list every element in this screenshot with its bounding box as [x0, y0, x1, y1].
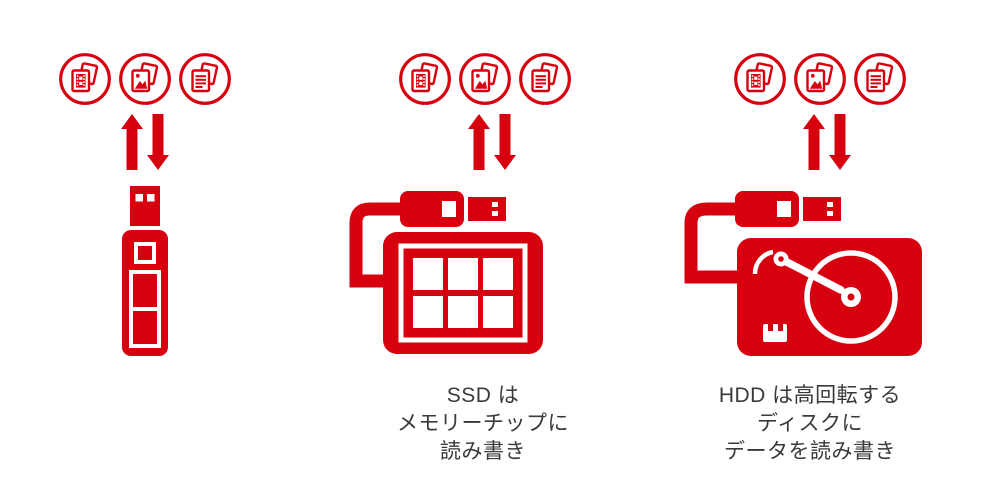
read-write-arrows-usb	[121, 114, 169, 170]
media-icons-row-ssd	[398, 52, 572, 106]
image-files-icon	[458, 52, 512, 106]
image-files-icon	[793, 52, 847, 106]
document-files-icon	[178, 52, 232, 106]
read-write-arrows-hdd	[803, 114, 851, 170]
caption-line: 読み書き	[440, 440, 526, 463]
caption-line: メモリーチップに	[397, 412, 569, 435]
arrow-down-icon	[494, 114, 516, 170]
document-files-icon	[853, 52, 907, 106]
caption-line: データを読み書き	[724, 440, 896, 463]
caption-line: ディスクに	[756, 412, 864, 435]
caption-line: SSD は	[446, 384, 520, 407]
external-ssd-icon	[383, 232, 543, 354]
image-files-icon	[118, 52, 172, 106]
media-icons-row-hdd	[733, 52, 907, 106]
arrow-down-icon	[829, 114, 851, 170]
media-icons-row-usb	[58, 52, 232, 106]
arrow-up-icon	[121, 114, 143, 170]
arrow-up-icon	[803, 114, 825, 170]
usb-cable-plug-icon	[349, 191, 506, 288]
video-files-icon	[398, 52, 452, 106]
external-hdd-icon	[737, 238, 922, 356]
video-files-icon	[733, 52, 787, 106]
caption-line: HDD は高回転する	[718, 384, 902, 407]
arrow-up-icon	[468, 114, 490, 170]
document-files-icon	[518, 52, 572, 106]
video-files-icon	[58, 52, 112, 106]
hdd-caption: HDD は高回転する ディスクに データを読み書き	[695, 382, 925, 466]
arrow-down-icon	[147, 114, 169, 170]
ssd-caption: SSD は メモリーチップに 読み書き	[373, 382, 593, 466]
read-write-arrows-ssd	[468, 114, 516, 170]
usb-cable-plug-icon	[684, 191, 841, 284]
usb-flash-drive-icon	[122, 186, 168, 356]
